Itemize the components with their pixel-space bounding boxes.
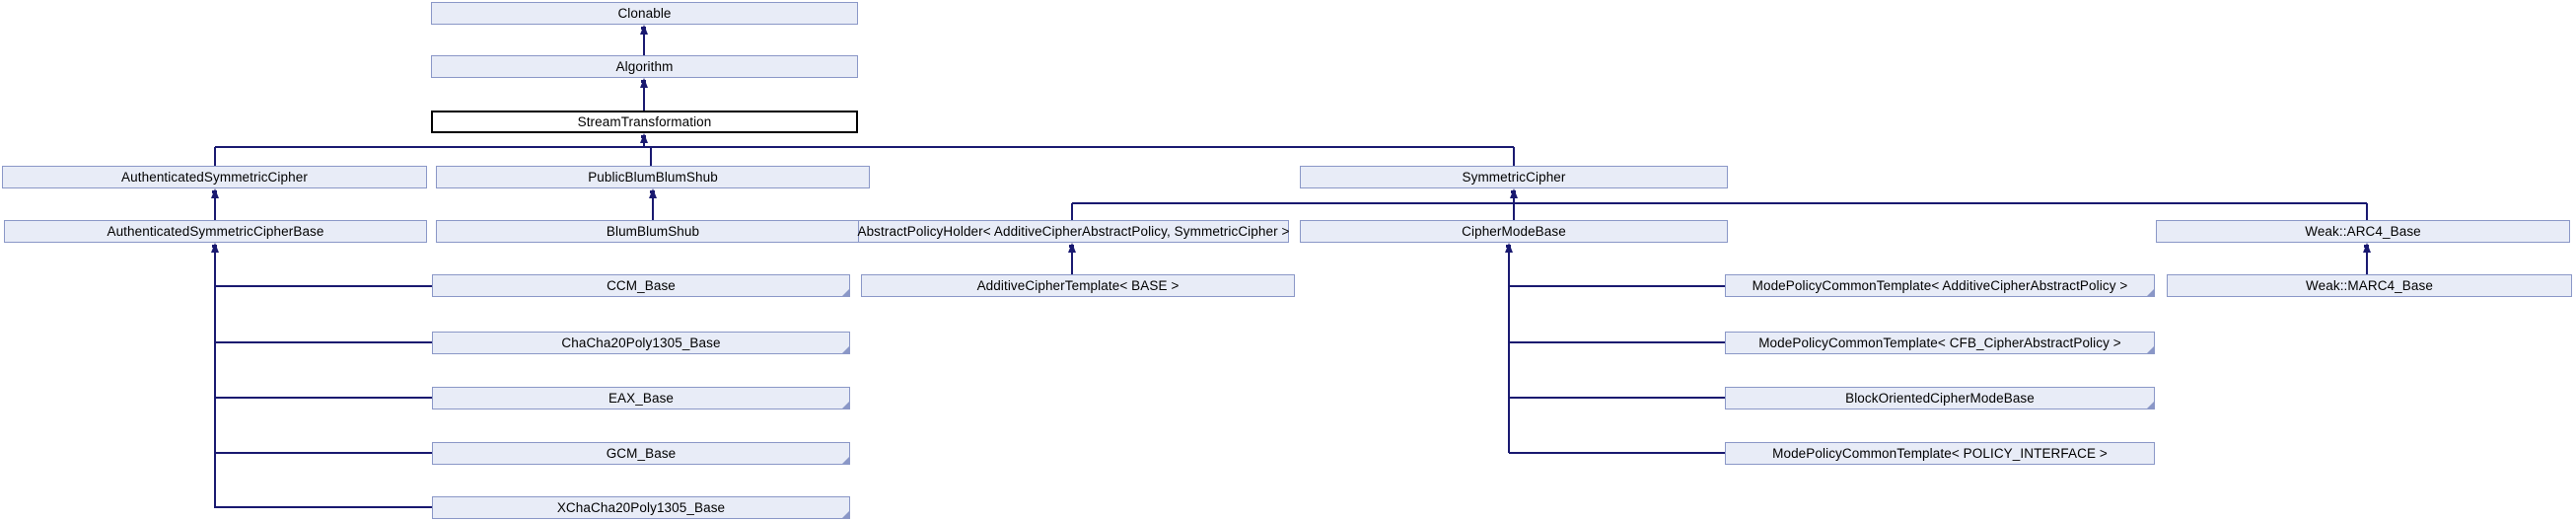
inheritance-edge-line — [1513, 203, 1515, 220]
class-node-label: CCM_Base — [607, 278, 676, 293]
inheritance-edge-line — [1509, 397, 1725, 399]
class-node-label: AdditiveCipherTemplate< BASE > — [976, 278, 1180, 293]
inheritance-edge-line — [214, 147, 216, 166]
inheritance-edge-line — [1508, 245, 1510, 453]
inheritance-arrowhead-icon — [2362, 243, 2371, 253]
fold-corner-icon — [2146, 288, 2155, 297]
class-node-label: AbstractPolicyHolder< AdditiveCipherAbst… — [857, 224, 1290, 239]
class-node-label: CipherModeBase — [1462, 224, 1566, 239]
class-node-label: ChaCha20Poly1305_Base — [561, 335, 721, 350]
inheritance-edge-line — [1509, 341, 1725, 343]
inheritance-edge-line — [650, 147, 652, 166]
inheritance-arrowhead-icon — [210, 243, 219, 253]
inheritance-arrowhead-icon — [639, 25, 648, 35]
fold-corner-icon — [841, 456, 850, 465]
class-node-mode-policy-common-template-cfb[interactable]: ModePolicyCommonTemplate< CFB_CipherAbst… — [1725, 332, 2155, 354]
class-node-chacha20poly1305-base[interactable]: ChaCha20Poly1305_Base — [432, 332, 850, 354]
fold-corner-icon — [841, 510, 850, 519]
class-node-label: PublicBlumBlumShub — [588, 170, 718, 185]
class-node-label: ModePolicyCommonTemplate< POLICY_INTERFA… — [1772, 446, 2108, 461]
class-node-label: ModePolicyCommonTemplate< CFB_CipherAbst… — [1758, 335, 2121, 350]
inheritance-edge-line — [215, 146, 1514, 148]
class-node-block-oriented-cipher-mode-base[interactable]: BlockOrientedCipherModeBase — [1725, 387, 2155, 409]
inheritance-edge-line — [215, 506, 432, 508]
fold-corner-icon — [841, 401, 850, 409]
class-node-label: BlumBlumShub — [606, 224, 700, 239]
class-node-mode-policy-common-template-policy-interface[interactable]: ModePolicyCommonTemplate< POLICY_INTERFA… — [1725, 442, 2155, 465]
class-node-label: ModePolicyCommonTemplate< AdditiveCipher… — [1752, 278, 2128, 293]
inheritance-edge-line — [1513, 147, 1515, 166]
inheritance-arrowhead-icon — [639, 78, 648, 88]
inheritance-edge-line — [643, 80, 645, 111]
class-node-label: Weak::ARC4_Base — [2305, 224, 2421, 239]
inheritance-edge-line — [1071, 203, 1073, 220]
class-node-label: BlockOrientedCipherModeBase — [1845, 391, 2035, 406]
class-node-blum-blum-shub[interactable]: BlumBlumShub — [436, 220, 870, 243]
class-node-algorithm[interactable]: Algorithm — [431, 55, 858, 78]
inheritance-edge-line — [1509, 452, 1725, 454]
class-node-xchacha20poly1305-base[interactable]: XChaCha20Poly1305_Base — [432, 496, 850, 519]
class-node-weak-arc4-base[interactable]: Weak::ARC4_Base — [2156, 220, 2570, 243]
class-node-label: Weak::MARC4_Base — [2306, 278, 2433, 293]
class-node-label: SymmetricCipher — [1462, 170, 1566, 185]
inheritance-edge-line — [214, 190, 216, 220]
inheritance-edge-line — [215, 341, 432, 343]
inheritance-arrowhead-icon — [210, 188, 219, 198]
inheritance-edge-line — [2366, 203, 2368, 220]
class-node-weak-marc4-base[interactable]: Weak::MARC4_Base — [2167, 274, 2572, 297]
class-node-eax-base[interactable]: EAX_Base — [432, 387, 850, 409]
class-node-stream-transformation: StreamTransformation — [431, 111, 858, 133]
inheritance-arrowhead-icon — [648, 188, 657, 198]
class-node-abstract-policy-holder[interactable]: AbstractPolicyHolder< AdditiveCipherAbst… — [857, 220, 1289, 243]
class-node-mode-policy-common-template-additive[interactable]: ModePolicyCommonTemplate< AdditiveCipher… — [1725, 274, 2155, 297]
class-node-gcm-base[interactable]: GCM_Base — [432, 442, 850, 465]
class-node-additive-cipher-template[interactable]: AdditiveCipherTemplate< BASE > — [861, 274, 1295, 297]
inheritance-edge-line — [215, 452, 432, 454]
inheritance-edge-line — [2366, 245, 2368, 274]
inheritance-arrowhead-icon — [1504, 243, 1513, 253]
inheritance-arrowhead-icon — [639, 133, 648, 143]
inheritance-edge-line — [215, 397, 432, 399]
inheritance-arrowhead-icon — [1067, 243, 1076, 253]
inheritance-edge-line — [1509, 285, 1725, 287]
class-node-authenticated-symmetric-cipher[interactable]: AuthenticatedSymmetricCipher — [2, 166, 427, 188]
class-node-label: Algorithm — [615, 59, 674, 74]
class-node-symmetric-cipher[interactable]: SymmetricCipher — [1300, 166, 1728, 188]
fold-corner-icon — [841, 288, 850, 297]
inheritance-edge-line — [652, 190, 654, 220]
fold-corner-icon — [841, 345, 850, 354]
inheritance-arrowhead-icon — [1509, 188, 1518, 198]
class-node-label: Clonable — [617, 6, 672, 21]
class-node-label: AuthenticatedSymmetricCipherBase — [107, 224, 324, 239]
inheritance-edge-line — [214, 245, 216, 508]
class-node-ccm-base[interactable]: CCM_Base — [432, 274, 850, 297]
inheritance-edge-line — [643, 27, 645, 55]
class-node-public-blum-blum-shub[interactable]: PublicBlumBlumShub — [436, 166, 870, 188]
class-node-cipher-mode-base[interactable]: CipherModeBase — [1300, 220, 1728, 243]
inheritance-edge-line — [1072, 202, 2367, 204]
inheritance-edge-line — [215, 285, 432, 287]
class-node-label: XChaCha20Poly1305_Base — [556, 500, 726, 515]
inheritance-edge-line — [1071, 245, 1073, 274]
fold-corner-icon — [2146, 345, 2155, 354]
class-node-label: GCM_Base — [606, 446, 677, 461]
class-node-authenticated-symmetric-cipher-base[interactable]: AuthenticatedSymmetricCipherBase — [4, 220, 427, 243]
fold-corner-icon — [2146, 401, 2155, 409]
class-node-label: EAX_Base — [608, 391, 675, 406]
class-node-label: AuthenticatedSymmetricCipher — [121, 170, 308, 185]
class-node-label: StreamTransformation — [577, 114, 712, 129]
class-node-clonable[interactable]: Clonable — [431, 2, 858, 25]
